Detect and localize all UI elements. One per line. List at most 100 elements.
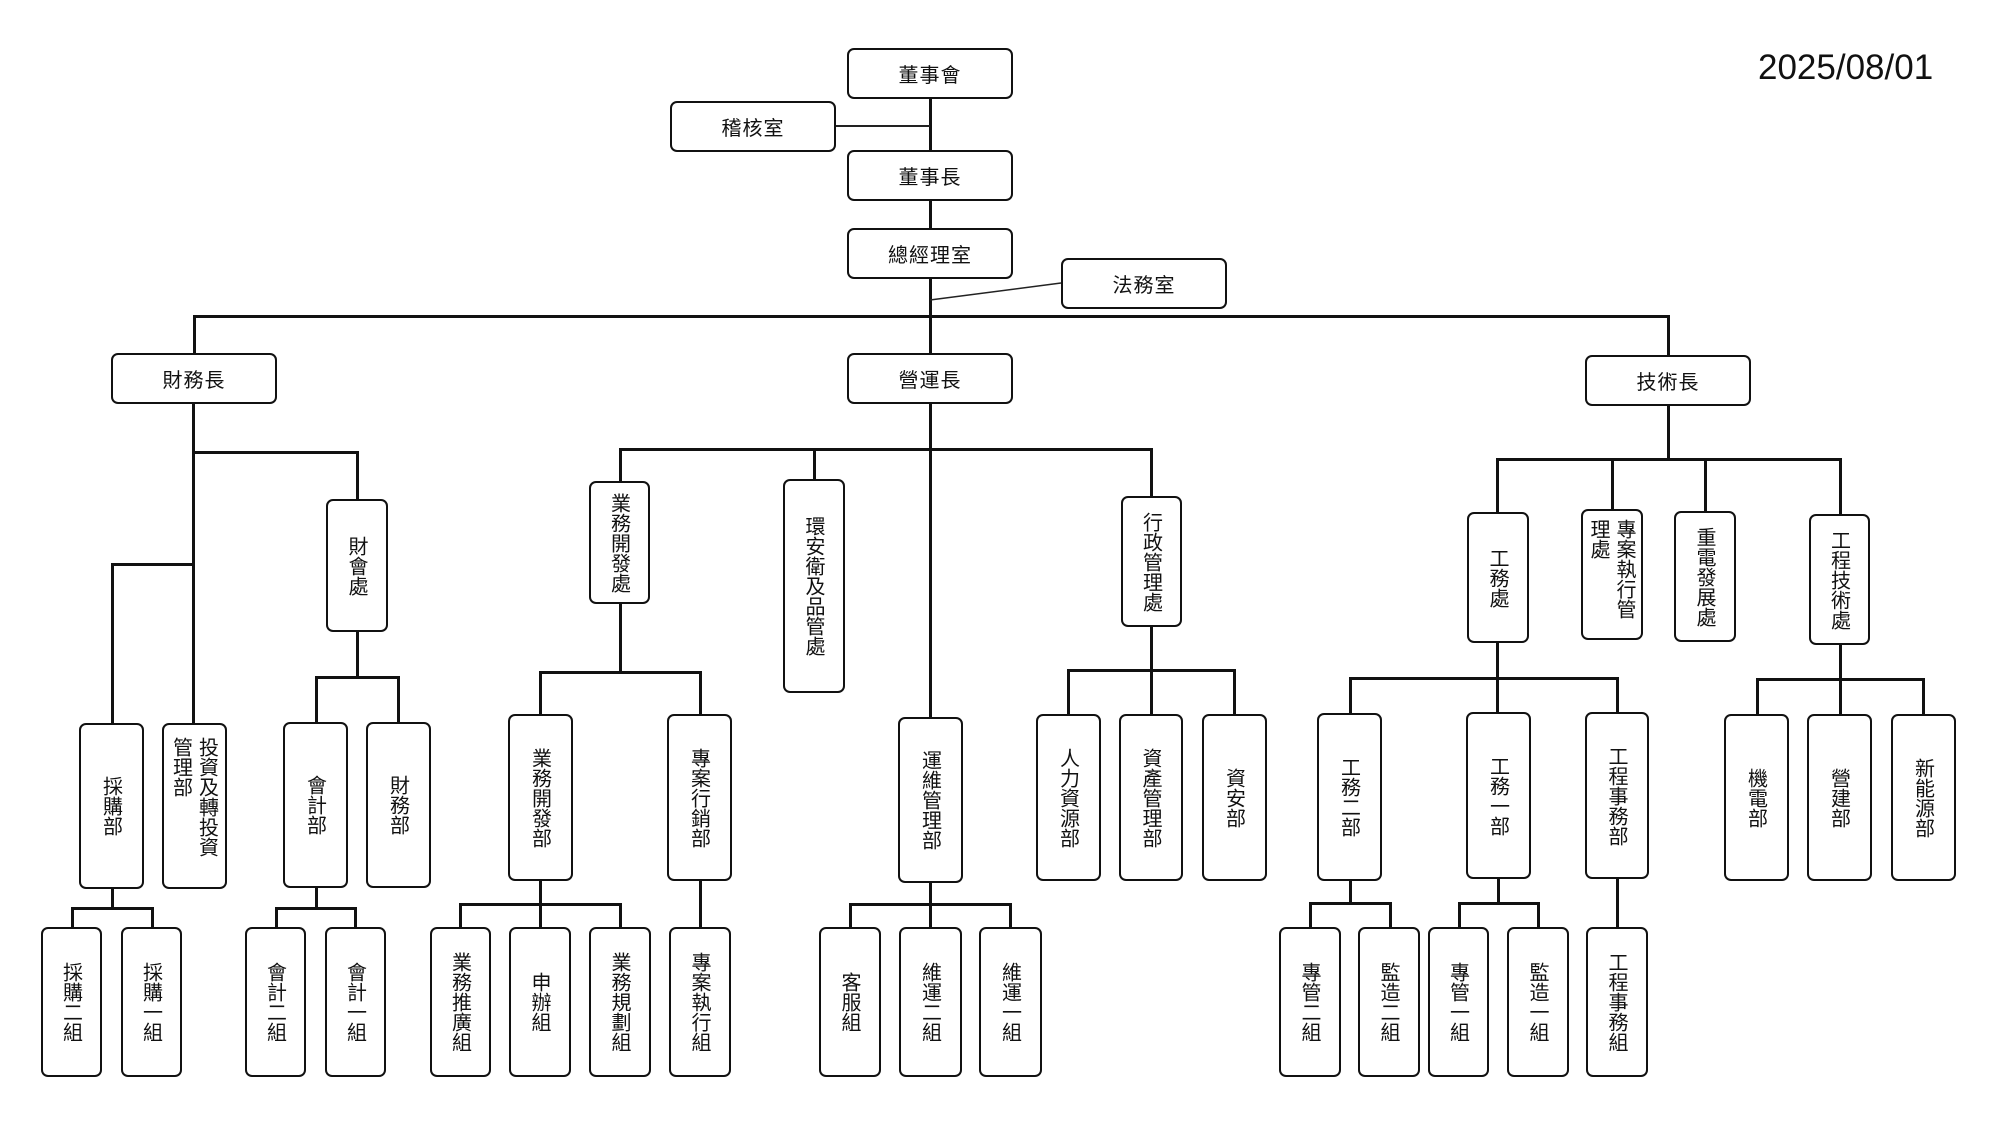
connector xyxy=(1150,669,1153,714)
node-label: 專案執行管理處 xyxy=(1587,518,1637,619)
node-supervision-group-1: 監造一組 xyxy=(1507,927,1569,1077)
node-label: 客服組 xyxy=(838,972,862,1032)
connector xyxy=(619,604,622,673)
node-accounting-group-2: 會計二組 xyxy=(245,927,306,1077)
node-project-execution-group: 專案執行組 xyxy=(669,927,731,1077)
node-label: 工程事務組 xyxy=(1605,952,1629,1052)
connector xyxy=(1667,315,1670,355)
connector xyxy=(849,903,1011,906)
connector xyxy=(539,671,701,674)
connector xyxy=(1233,669,1236,714)
connector xyxy=(1458,902,1539,905)
connector xyxy=(1616,879,1619,927)
node-board: 董事會 xyxy=(847,48,1013,99)
node-works-dept-2: 工務二部 xyxy=(1317,713,1382,881)
connector xyxy=(275,907,278,927)
connector xyxy=(193,315,1669,318)
connector xyxy=(151,907,154,927)
node-cto: 技術長 xyxy=(1585,355,1751,406)
node-label: 專管二組 xyxy=(1298,962,1322,1042)
connector xyxy=(1458,902,1461,927)
node-label: 財務部 xyxy=(386,775,411,835)
connector xyxy=(111,563,114,723)
connector xyxy=(315,676,318,722)
node-accounting-dept: 會計部 xyxy=(283,722,348,888)
node-gm-office: 總經理室 xyxy=(847,228,1013,279)
connector xyxy=(111,889,114,908)
node-label: 採購部 xyxy=(99,776,124,836)
connector xyxy=(1349,677,1352,713)
node-admin-division: 行政管理處 xyxy=(1121,496,1182,627)
node-pm-group-2: 專管二組 xyxy=(1279,927,1341,1077)
node-customer-service-group: 客服組 xyxy=(819,927,881,1077)
connector xyxy=(1616,677,1619,712)
node-label: 機電部 xyxy=(1744,767,1769,828)
connector xyxy=(813,448,816,479)
node-label: 人力資源部 xyxy=(1056,747,1081,848)
node-om-dept: 運維管理部 xyxy=(898,717,963,883)
node-label: 財會處 xyxy=(345,535,369,596)
connector xyxy=(835,125,930,127)
node-label: 營建部 xyxy=(1827,767,1852,828)
connector xyxy=(539,903,542,927)
node-label: 專案執行組 xyxy=(688,952,712,1052)
connector xyxy=(1497,879,1500,904)
node-pm-group-1: 專管一組 xyxy=(1428,927,1489,1077)
node-label: 資安部 xyxy=(1222,767,1247,828)
connector xyxy=(1349,881,1352,904)
node-accounting-division: 財會處 xyxy=(326,499,388,632)
connector xyxy=(356,632,359,678)
node-label: 技術長 xyxy=(1636,370,1700,394)
connector xyxy=(539,671,542,714)
connector xyxy=(1667,406,1670,460)
node-label: 業務開發處 xyxy=(607,492,632,593)
node-label: 採購二組 xyxy=(59,962,84,1042)
node-label: 工務一部 xyxy=(1486,755,1511,836)
node-label: 法務室 xyxy=(1112,273,1176,297)
connector xyxy=(619,903,622,927)
node-project-exec-mgmt-division: 專案執行管理處 xyxy=(1581,509,1643,640)
node-label: 環安衛及品管處 xyxy=(802,516,826,656)
connector xyxy=(356,451,359,499)
node-label: 監造二組 xyxy=(1377,962,1401,1042)
node-label: 維運一組 xyxy=(998,962,1023,1042)
node-om-group-1: 維運一組 xyxy=(979,927,1042,1077)
node-label: 董事長 xyxy=(898,165,962,189)
node-ehs-qa-division: 環安衛及品管處 xyxy=(783,479,845,693)
node-label: 重電發展處 xyxy=(1693,526,1717,627)
node-procurement-group-2: 採購二組 xyxy=(41,927,102,1077)
connector xyxy=(1009,903,1012,927)
node-om-group-2: 維運二組 xyxy=(899,927,962,1077)
connector xyxy=(929,404,932,717)
node-label: 工程技術處 xyxy=(1827,529,1852,630)
node-new-energy-dept: 新能源部 xyxy=(1891,714,1956,881)
connector xyxy=(849,903,852,927)
node-label: 專案行銷部 xyxy=(687,747,712,848)
connector xyxy=(315,676,399,679)
node-supervision-group-2: 監造二組 xyxy=(1358,927,1420,1077)
node-cfo: 財務長 xyxy=(111,353,277,404)
connector xyxy=(619,448,622,481)
node-label: 業務開發部 xyxy=(528,747,553,848)
connector xyxy=(1067,669,1070,714)
node-application-group: 申辦組 xyxy=(509,927,571,1077)
node-mech-elec-dept: 機電部 xyxy=(1724,714,1789,881)
connector xyxy=(193,451,358,454)
connector xyxy=(397,676,400,722)
connector xyxy=(1309,902,1312,927)
connector xyxy=(354,907,357,927)
chart-date: 2025/08/01 xyxy=(1758,48,1934,87)
connector xyxy=(1756,678,1924,681)
node-treasury-dept: 財務部 xyxy=(366,722,431,888)
node-label: 財務長 xyxy=(162,368,226,392)
node-business-planning-group: 業務規劃組 xyxy=(589,927,651,1077)
connector xyxy=(1150,627,1153,672)
node-eng-affairs-group: 工程事務組 xyxy=(1586,927,1648,1077)
node-asset-mgmt-dept: 資產管理部 xyxy=(1119,714,1183,881)
node-label: 監造一組 xyxy=(1526,962,1550,1042)
node-project-marketing-dept: 專案行銷部 xyxy=(667,714,732,881)
connector xyxy=(193,315,196,353)
node-label: 專管一組 xyxy=(1446,962,1471,1042)
connector xyxy=(1611,458,1614,509)
node-infosec-dept: 資安部 xyxy=(1202,714,1267,881)
